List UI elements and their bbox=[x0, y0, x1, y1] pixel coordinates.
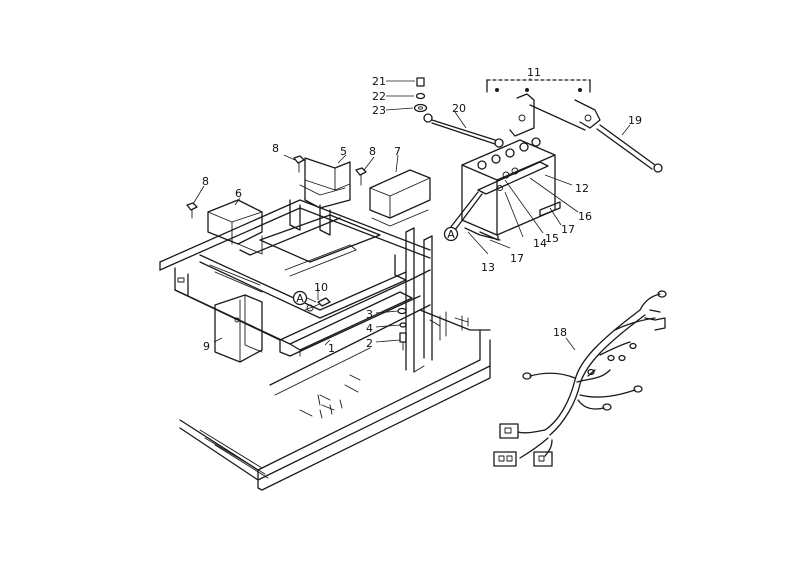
callout-9: 9 bbox=[203, 340, 210, 353]
callout-8-right: 8 bbox=[369, 145, 376, 158]
callout-22: 22 bbox=[372, 90, 386, 103]
marker-a-frame-label: A bbox=[296, 292, 304, 305]
bolt-stack-2-3-4 bbox=[397, 307, 407, 351]
callout-19: 19 bbox=[628, 114, 642, 127]
bolt-8-middle bbox=[293, 155, 305, 173]
battery-12 bbox=[449, 137, 561, 241]
callout-18: 18 bbox=[553, 326, 567, 339]
battery-tray-11 bbox=[486, 79, 591, 137]
callout-12: 12 bbox=[575, 182, 589, 195]
reference-marker-a-battery: A bbox=[443, 226, 459, 242]
callout-7: 7 bbox=[394, 145, 401, 158]
callout-17-bottom: 17 bbox=[510, 252, 524, 265]
reference-marker-a-frame: A bbox=[292, 290, 317, 306]
callout-4: 4 bbox=[366, 322, 373, 335]
callout-11: 11 bbox=[527, 66, 541, 79]
callout-10: 10 bbox=[314, 281, 328, 294]
bracket-7 bbox=[369, 169, 431, 227]
bolt-stack-21-22-23 bbox=[413, 77, 428, 113]
bolt-8-right bbox=[355, 167, 367, 186]
callout-15: 15 bbox=[545, 232, 559, 245]
callout-5: 5 bbox=[340, 145, 347, 158]
callout-20: 20 bbox=[452, 102, 466, 115]
bolt-10 bbox=[304, 297, 331, 312]
wiring-harness-18 bbox=[493, 290, 667, 467]
callout-17-right: 17 bbox=[561, 223, 575, 236]
battery-cable-20 bbox=[423, 113, 504, 148]
callout-14: 14 bbox=[533, 237, 547, 250]
leader-lines bbox=[192, 78, 631, 351]
callout-labels: 1 2 3 4 5 6 7 8 8 8 9 10 11 12 13 14 15 … bbox=[202, 66, 642, 355]
callout-13: 13 bbox=[481, 261, 495, 274]
bracket-6 bbox=[207, 199, 263, 255]
cover-plate-9 bbox=[214, 294, 263, 363]
marker-a-battery-label: A bbox=[447, 228, 455, 241]
callout-3: 3 bbox=[366, 308, 373, 321]
callout-6: 6 bbox=[235, 187, 242, 200]
callout-1: 1 bbox=[328, 342, 335, 355]
callout-2: 2 bbox=[366, 337, 373, 350]
callout-16: 16 bbox=[578, 210, 592, 223]
callout-21: 21 bbox=[372, 75, 386, 88]
callout-23: 23 bbox=[372, 104, 386, 117]
callout-8-left: 8 bbox=[202, 175, 209, 188]
base-frame bbox=[179, 304, 491, 491]
bracket-5 bbox=[299, 157, 351, 209]
callout-8-middle: 8 bbox=[272, 142, 279, 155]
bolt-8-left bbox=[186, 202, 198, 219]
battery-cable-19 bbox=[574, 99, 663, 173]
mounting-frame bbox=[159, 199, 431, 357]
